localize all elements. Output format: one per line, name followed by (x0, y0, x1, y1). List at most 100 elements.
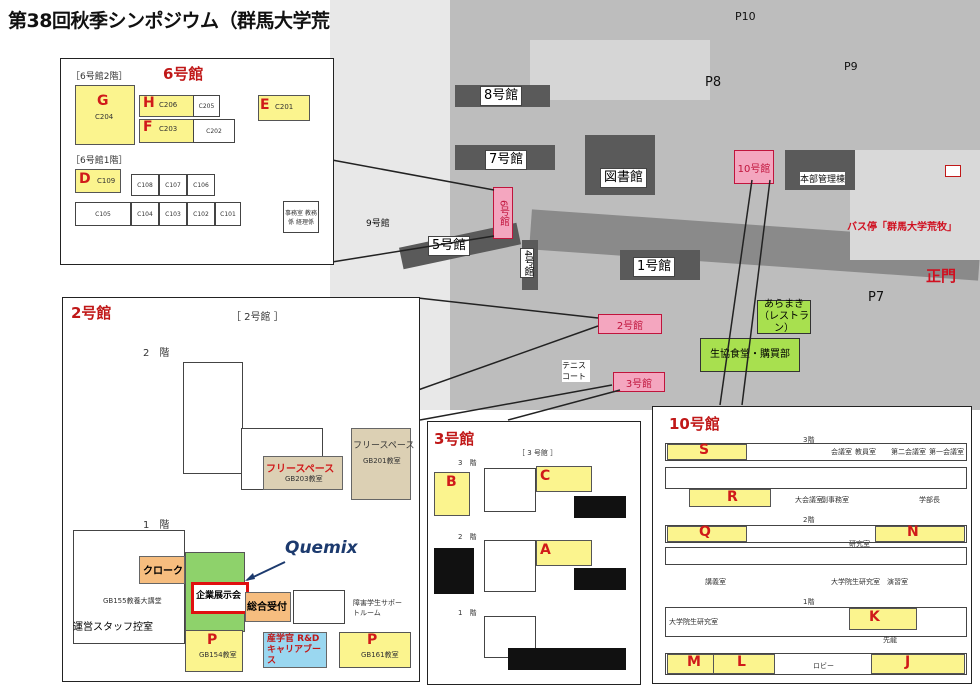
building-9-label: 9号館 (366, 219, 390, 229)
connector-line-2 (417, 325, 599, 391)
venue-building-6[interactable]: 6号館 (493, 187, 513, 239)
room-a[interactable] (536, 540, 592, 566)
main-gate-label: 正門 (926, 267, 957, 285)
venue-building-3[interactable]: 3号館 (613, 372, 665, 392)
general-reception[interactable] (245, 592, 291, 622)
letter-m: M (687, 654, 701, 670)
cloak-room[interactable] (139, 556, 185, 584)
lawn-north (530, 40, 710, 100)
admin-building-label: 本部管理棟 (800, 172, 846, 185)
building-6-floor1-label: ［6号館1階］ (71, 156, 128, 166)
bus-stop-label: バス停「群馬大学荒牧」 (847, 222, 957, 233)
floor-1-label: 1 階 (143, 520, 170, 531)
library-label: 図書館 (600, 168, 648, 188)
student-support-left (293, 590, 345, 624)
room-q[interactable] (667, 526, 747, 542)
room3-kyoin: 教員室 (855, 448, 876, 456)
general-reception-label: 総合受付 (247, 602, 287, 613)
poster-room-2-label: GB161教室 (361, 651, 399, 659)
letter-b: B (446, 474, 457, 490)
connector-line-10b (741, 179, 771, 406)
floor3-corridor (665, 467, 967, 489)
room-r[interactable] (689, 489, 771, 507)
campus-map: P10 P9 P8 P7 8号館 7号館 図書館 5号館 9号館 4号館 1号館… (330, 0, 980, 410)
building-8-label: 8号館 (480, 86, 523, 106)
poster-room-gb154[interactable] (185, 630, 243, 672)
letter-h: H (143, 95, 155, 111)
venue-building-2[interactable]: 2号館 (598, 314, 662, 334)
career-booth[interactable] (263, 632, 327, 668)
arrow-icon (245, 561, 286, 581)
floor2-rooms-3 (484, 540, 536, 592)
room-c[interactable] (536, 466, 592, 492)
room3-gakubucho: 学部長 (919, 496, 940, 504)
building-3-floor3: 3 階 (458, 459, 477, 467)
building-7-label: 7号館 (485, 150, 528, 170)
floor2-rooms (183, 362, 243, 474)
room-e[interactable] (258, 95, 310, 121)
building-3-floor1: 1 階 (458, 609, 477, 617)
room-l[interactable] (713, 654, 775, 674)
parking-p9: P9 (844, 60, 858, 73)
connector-line-6b (331, 235, 495, 263)
free-space-1-label: フリースペース (266, 464, 335, 475)
building-4-label: 4号館 (520, 248, 534, 279)
room-j[interactable] (871, 654, 965, 674)
lecture-hall-label: GB155教養大講堂 (103, 597, 162, 605)
room-c201-label: C201 (275, 103, 294, 111)
room-b[interactable] (434, 472, 470, 516)
room-k[interactable] (849, 608, 917, 630)
room1-insei: 大学院生研究室 (669, 618, 718, 626)
room-c106: C106 (187, 174, 215, 196)
student-support-label: 障害学生サポートルーム (353, 599, 402, 617)
free-space-2-room: GB201教室 (363, 457, 401, 465)
room-c103: C103 (159, 202, 187, 226)
letter-j: J (905, 654, 911, 670)
room-c204-label: C204 (95, 113, 114, 121)
room1-senryu: 先龍 (883, 636, 897, 644)
venue-building-10[interactable]: 10号館 (734, 150, 774, 184)
parking-p10: P10 (735, 10, 756, 23)
room-d[interactable] (75, 169, 121, 193)
free-space-gb203[interactable] (263, 456, 343, 490)
building-2-title: 2号館 (71, 304, 112, 322)
staff-room-label: 運営スタッフ控室 (73, 622, 153, 633)
building-6-floor2-label: ［6号館2階］ (71, 72, 128, 82)
company-exhibition-label: 企業展示会 (196, 591, 242, 601)
building-6-panel: 6号館 ［6号館2階］ G C204 H C206 C205 E C201 F … (60, 58, 334, 265)
room-f[interactable] (139, 119, 195, 143)
room-c108: C108 (131, 174, 159, 196)
letter-p1: P (207, 632, 218, 648)
free-space-1-room: GB203教室 (285, 475, 323, 483)
room-n[interactable] (875, 526, 965, 542)
poster-room-gb161[interactable] (339, 632, 411, 668)
letter-q: Q (699, 524, 711, 540)
letter-a: A (540, 542, 551, 558)
room-c104: C104 (131, 202, 159, 226)
letter-l: L (737, 654, 746, 670)
letter-e: E (260, 97, 270, 113)
floor2-block-left (434, 548, 474, 594)
room3-dai1: 第一会議室 (929, 448, 964, 456)
building-2-panel: 2号館 ［ 2号館 ］ 2 階 フリースペース GB203教室 フリースペース … (62, 297, 420, 682)
room-g[interactable] (75, 85, 135, 145)
restaurant-label[interactable]: あらまき（レストラン） (757, 299, 811, 334)
room3-kaigi: 会議室 (831, 448, 852, 456)
room2-kogi: 講義室 (705, 578, 726, 586)
building-3-panel: 3号館 ［ 3 号館 ］ 3 階 B C 2 階 A 1 階 (427, 421, 641, 685)
room2-enshu: 演習室 (887, 578, 908, 586)
room-c107: C107 (159, 174, 187, 196)
building-10-panel: 10号館 3階 S 会議室 教員室 第二会議室 第一会議室 R 大会議室 副事務… (652, 406, 972, 684)
room-s[interactable] (667, 444, 747, 460)
connector-line-3 (419, 384, 613, 421)
room-c105: C105 (75, 202, 131, 226)
connector-line-3b (507, 389, 621, 421)
free-space-2-label: フリースペース (353, 441, 415, 451)
letter-n: N (907, 524, 919, 540)
room-c101: C101 (215, 202, 241, 226)
free-space-gb201[interactable] (351, 428, 411, 500)
letter-d: D (79, 171, 91, 187)
floor3-rooms (484, 468, 536, 512)
tennis-court-label: テニスコート (562, 360, 590, 382)
